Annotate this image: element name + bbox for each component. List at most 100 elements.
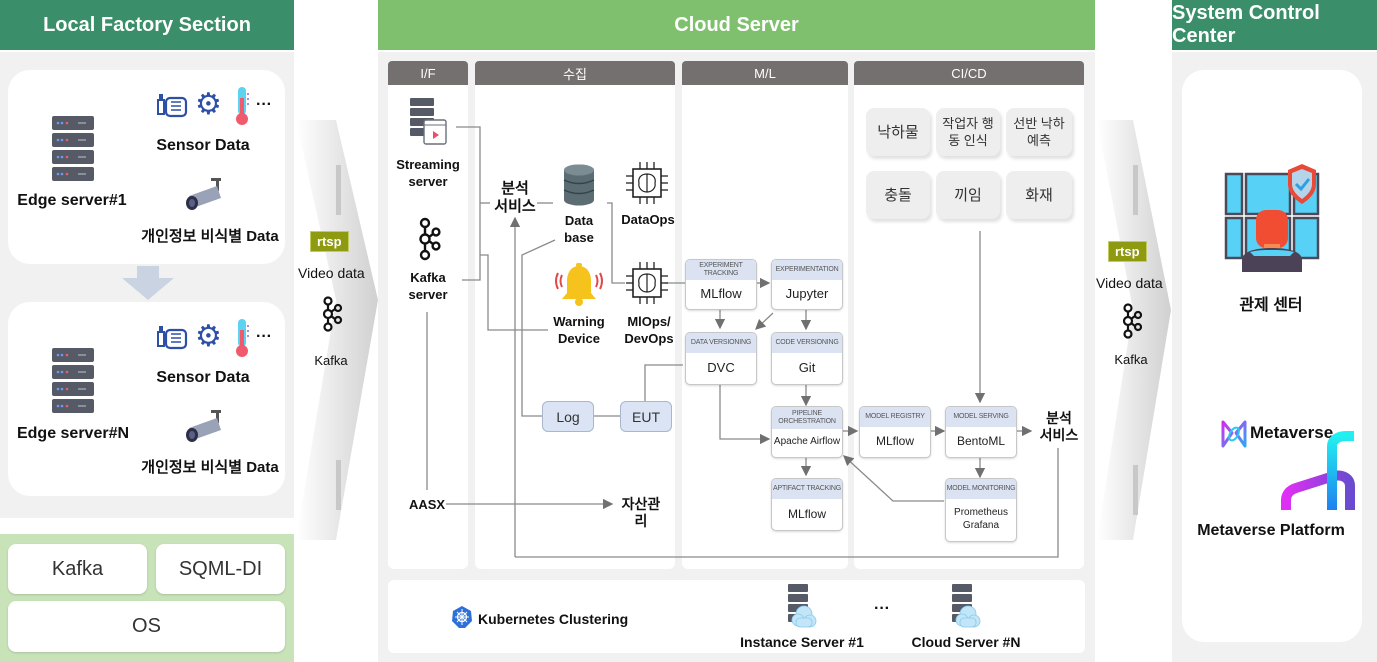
sensor-data-label: Sensor Data bbox=[156, 369, 250, 386]
column-header-cicd: CI/CD bbox=[854, 61, 1084, 85]
streaming-server-icon bbox=[410, 98, 447, 145]
local-factory-title: Local Factory Section bbox=[43, 13, 251, 36]
log-box: Log bbox=[542, 401, 594, 432]
gear-icon: ⚙ bbox=[195, 320, 222, 353]
ml-box-model-serving: MODEL SERVING BentoML bbox=[945, 406, 1017, 458]
metaverse-logo-text: Metaverse bbox=[1250, 423, 1334, 442]
ml-box-title: MODEL SERVING bbox=[946, 407, 1016, 427]
ml-box-pipeline-orchestration: PIPELINE ORCHESTRATION Apache Airflow bbox=[771, 406, 843, 458]
detection-tile-falling-object: 낙하물 bbox=[866, 108, 930, 156]
kubernetes-icon bbox=[452, 606, 472, 628]
ml-box-value: Prometheus Grafana bbox=[954, 507, 1008, 531]
kafka-icon bbox=[1122, 303, 1143, 339]
gear-icon: ⚙ bbox=[195, 88, 222, 121]
database-label: Data base bbox=[564, 213, 594, 245]
detection-tile-worker-action: 작업자 행 동 인식 bbox=[936, 108, 1000, 156]
log-label: Log bbox=[556, 408, 580, 425]
streaming-server-label: Streaming server bbox=[396, 157, 460, 189]
edge-server-1-label: Edge server#1 bbox=[17, 192, 127, 209]
ml-box-title: CODE VERSIONING bbox=[772, 333, 842, 353]
kafka-stack-label: Kafka bbox=[51, 557, 104, 580]
mlops-devops-label: MlOps/ DevOps bbox=[624, 314, 674, 346]
thermometer-icon bbox=[236, 319, 249, 357]
detection-tile-shelf-fall: 선반 낙하 예측 bbox=[1006, 108, 1072, 156]
kafka-transfer-label: Kafka bbox=[314, 353, 348, 368]
ml-box-experimentation: EXPERIMENTATION Jupyter bbox=[771, 259, 843, 310]
instance-server-label: Instance Server #1 bbox=[740, 634, 864, 650]
edge-server-icon bbox=[52, 116, 94, 181]
warning-bell-icon bbox=[555, 263, 603, 306]
edge-server-n-label: Edge server#N bbox=[16, 425, 130, 442]
ml-box-value: Apache Airflow bbox=[773, 436, 841, 447]
asset-management-label: 자산관 리 bbox=[621, 496, 661, 529]
thermometer-icon bbox=[236, 87, 249, 125]
detection-tile-entrapment: 끼임 bbox=[936, 171, 1000, 219]
column-header-collection: 수집 bbox=[475, 61, 675, 85]
cctv-camera-icon bbox=[186, 410, 221, 442]
analysis-service-output-label: 분석 서비스 bbox=[1039, 410, 1079, 443]
kafka-stack-box: Kafka bbox=[8, 544, 147, 594]
cloud-server-title: Cloud Server bbox=[674, 13, 799, 36]
column-header-ml: M/L bbox=[682, 61, 848, 85]
ml-box-title: MODEL MONITORING bbox=[946, 479, 1016, 499]
video-data-label: Video data bbox=[1096, 275, 1163, 291]
sqml-stack-box: SQML-DI bbox=[156, 544, 285, 594]
video-data-label: Video data bbox=[298, 265, 365, 281]
eut-label: EUT bbox=[632, 408, 660, 425]
control-center-title: System Control Center bbox=[1172, 2, 1320, 47]
ml-box-code-versioning: CODE VERSIONING Git bbox=[771, 332, 843, 385]
pump-motor-icon bbox=[157, 326, 188, 350]
metaverse-graphic-icon bbox=[1281, 431, 1355, 510]
cloud-server-n-label: Cloud Server #N bbox=[911, 634, 1021, 650]
ml-box-value: BentoML bbox=[956, 434, 1006, 448]
aasx-label: AASX bbox=[408, 497, 446, 512]
kafka-server-label: Kafka server bbox=[408, 270, 448, 302]
mlops-chip-icon bbox=[626, 262, 668, 304]
ml-box-value: MLflow bbox=[787, 507, 826, 521]
kafka-transfer-label: Kafka bbox=[1114, 352, 1148, 367]
ml-box-title: APTIFACT TRACKING bbox=[772, 479, 842, 499]
rtsp-badge: rtsp bbox=[310, 231, 349, 252]
control-center-label: 관제 센터 bbox=[1239, 297, 1303, 314]
os-stack-label: OS bbox=[132, 615, 161, 637]
pump-motor-icon bbox=[157, 94, 188, 118]
detection-tile-fire: 화재 bbox=[1006, 171, 1072, 219]
ml-box-title: PIPELINE ORCHESTRATION bbox=[772, 407, 842, 429]
instance-server-cloud-icon bbox=[788, 584, 817, 628]
kubernetes-label: Kubernetes Clustering bbox=[478, 611, 629, 627]
kafka-icon bbox=[419, 217, 441, 261]
control-center-header: System Control Center bbox=[1172, 0, 1377, 50]
cctv-camera-icon bbox=[186, 178, 221, 210]
anonymized-data-label: 개인정보 비식별 Data bbox=[141, 459, 279, 476]
ml-box-artifact-tracking: APTIFACT TRACKING MLflow bbox=[771, 478, 843, 531]
sqml-stack-label: SQML-DI bbox=[178, 557, 263, 580]
column-cicd-label: CI/CD bbox=[951, 65, 987, 81]
local-factory-header: Local Factory Section bbox=[0, 0, 294, 50]
detection-tile-collision: 충돌 bbox=[866, 171, 930, 219]
dataops-label: DataOps bbox=[621, 212, 675, 227]
column-collection-label: 수집 bbox=[563, 66, 587, 82]
rtsp-badge: rtsp bbox=[1108, 241, 1147, 262]
ml-box-model-registry: MODEL REGISTRY MLflow bbox=[859, 406, 931, 458]
database-icon bbox=[563, 164, 595, 206]
metaverse-platform-label: Metaverse Platform bbox=[1197, 522, 1345, 539]
sensor-ellipsis: ··· bbox=[256, 96, 272, 113]
ml-box-value: MLflow bbox=[875, 434, 914, 448]
sensor-ellipsis: ··· bbox=[256, 328, 272, 345]
control-center-card bbox=[1182, 70, 1362, 642]
control-room-icon bbox=[1224, 164, 1320, 272]
down-arrow-icon bbox=[122, 266, 174, 300]
metaverse-logo-icon bbox=[1221, 420, 1247, 448]
analysis-service-label: 분석 서비스 bbox=[494, 180, 536, 215]
edge-server-icon bbox=[52, 348, 94, 413]
cloud-server-n-icon bbox=[952, 584, 981, 628]
ml-box-value: Git bbox=[798, 360, 816, 375]
sensor-data-label: Sensor Data bbox=[156, 137, 250, 154]
ml-box-data-versioning: DATA VERSIONING DVC bbox=[685, 332, 757, 385]
warning-device-label: Warning Device bbox=[553, 314, 605, 346]
ml-box-value: MLflow bbox=[700, 286, 742, 301]
ml-box-experiment-tracking: EXPERIMENT TRACKING MLflow bbox=[685, 259, 757, 310]
ml-box-value: Jupyter bbox=[785, 286, 829, 301]
transfer-arrow-right bbox=[1097, 120, 1171, 540]
